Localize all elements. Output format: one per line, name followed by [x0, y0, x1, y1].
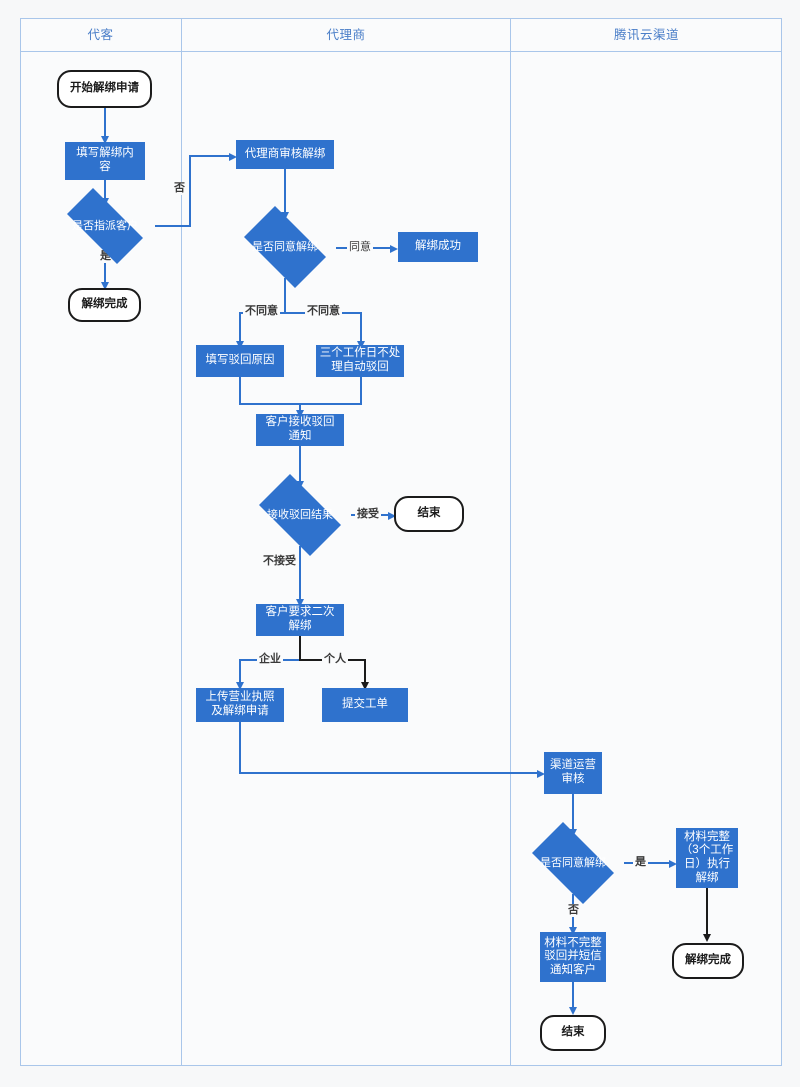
arrowhead-end-tencent [568, 1007, 577, 1015]
node-unbind-done-left-label: 解绑完成 [81, 298, 128, 311]
edge-label-enterprise: 企业 [257, 653, 283, 666]
node-upload-license[interactable]: 上传营业执照 及解绑申请 [196, 688, 284, 722]
edge-enterprise-v [239, 659, 241, 685]
arrowhead-upload-license [235, 682, 244, 690]
node-unbind-done-right[interactable]: 解绑完成 [672, 943, 744, 979]
node-second-request[interactable]: 客户要求二次 解绑 [256, 604, 344, 636]
lane-divider-1 [181, 18, 182, 1066]
node-start[interactable]: 开始解绑申请 [57, 70, 152, 108]
node-material-complete[interactable]: 材料完整 （3个工作 日）执行 解绑 [676, 828, 738, 888]
node-agent-review[interactable]: 代理商审核解绑 [236, 140, 334, 169]
edge-disagree-right-v [360, 312, 362, 344]
node-receive-result-label: 接收驳回结果 [267, 508, 333, 521]
arrowhead-submit-ticket [360, 682, 369, 690]
node-material-complete-label: 材料完整 （3个工作 日）执行 解绑 [680, 830, 734, 884]
edge-reject-left-down [239, 377, 241, 405]
edge-disagree-bus [239, 312, 362, 314]
edge-material-to-done [706, 888, 708, 938]
arrowhead-channel-review [537, 769, 545, 778]
arrowhead-fill-content [100, 136, 109, 144]
arrowhead-material-complete [669, 859, 677, 868]
edge-fill-to-assign [104, 180, 106, 202]
node-material-incomplete-label: 材料不完整 驳回并短信 通知客户 [544, 936, 602, 976]
edge-label-no-2: 否 [566, 904, 581, 917]
swimlane-container [20, 18, 782, 1066]
node-fill-content-label: 填写解绑内 容 [76, 147, 134, 173]
arrowhead-agent-review [229, 152, 237, 161]
edge-assign-no-h1 [155, 225, 191, 227]
edge-to-channel-h [239, 772, 539, 774]
node-channel-review[interactable]: 渠道运营 审核 [544, 752, 602, 794]
node-second-request-label: 客户要求二次 解绑 [265, 606, 335, 632]
edge-upload-down [239, 722, 241, 774]
node-upload-license-label: 上传营业执照 及解绑申请 [205, 691, 275, 717]
node-auto-reject[interactable]: 三个工作日不处 理自动驳回 [316, 345, 404, 377]
arrowhead-second-request [295, 599, 304, 607]
node-end-agent[interactable]: 结束 [394, 496, 464, 532]
node-auto-reject-label: 三个工作日不处 理自动驳回 [319, 347, 401, 373]
node-agree-unbind[interactable]: 是否同意解绑 [234, 206, 336, 288]
node-assign-customer[interactable]: 是否指派客户 [55, 188, 155, 264]
lane-title-customer: 代客 [87, 28, 114, 42]
node-receive-result[interactable]: 接收驳回结果 [249, 474, 351, 556]
edge-label-no-assign: 否 [172, 182, 187, 195]
node-fill-reject-reason[interactable]: 填写驳回原因 [196, 345, 284, 377]
node-customer-receive[interactable]: 客户接收驳回 通知 [256, 414, 344, 446]
edge-personal-v [364, 659, 366, 685]
edge-incomplete-to-end [572, 982, 574, 1010]
edge-disagree-left-v [239, 312, 241, 344]
edge-receive-to-result [299, 446, 301, 484]
edge-assign-yes-v [104, 252, 106, 284]
node-fill-reject-reason-label: 填写驳回原因 [205, 354, 275, 367]
edge-channel-to-decision [572, 794, 574, 832]
edge-label-disagree-1: 不同意 [243, 305, 280, 318]
edge-label-accept: 接受 [355, 508, 381, 521]
node-end-agent-label: 结束 [417, 507, 441, 520]
edge-assign-no-v [189, 155, 191, 227]
lane-title-agent: 代理商 [326, 28, 366, 42]
edge-fork-stem [299, 636, 301, 660]
node-unbind-success-label: 解绑成功 [415, 240, 461, 253]
arrowhead-unbind-done-right [702, 934, 711, 942]
lane-title-tencent: 腾讯云渠道 [613, 28, 679, 42]
node-submit-ticket-label: 提交工单 [342, 698, 388, 711]
swimlane-header-rule [20, 51, 782, 52]
node-agree-unbind-2[interactable]: 是否同意解绑 [522, 822, 624, 904]
node-agree-unbind-label: 是否同意解绑 [252, 240, 318, 253]
arrowhead-material-incomplete [568, 927, 577, 935]
node-assign-customer-label: 是否指派客户 [72, 219, 138, 232]
node-channel-review-label: 渠道运营 审核 [550, 759, 596, 785]
node-submit-ticket[interactable]: 提交工单 [322, 688, 408, 722]
edge-start-to-fill [104, 108, 106, 138]
node-agent-review-label: 代理商审核解绑 [244, 147, 326, 160]
edge-label-disagree-2: 不同意 [305, 305, 342, 318]
edge-assign-no-h2 [189, 155, 231, 157]
node-fill-content[interactable]: 填写解绑内 容 [65, 142, 145, 180]
arrowhead-unbind-success [390, 244, 398, 253]
edge-yes2-h [624, 862, 672, 864]
node-material-incomplete[interactable]: 材料不完整 驳回并短信 通知客户 [540, 932, 606, 982]
edge-label-not-accept: 不接受 [261, 555, 298, 568]
node-end-tencent[interactable]: 结束 [540, 1015, 606, 1051]
node-unbind-done-right-label: 解绑完成 [685, 954, 731, 967]
lane-divider-2 [510, 18, 511, 1066]
edge-disagree-stem [284, 278, 286, 314]
edge-label-yes-2: 是 [633, 856, 648, 869]
edge-reject-right-down [360, 377, 362, 405]
node-unbind-success[interactable]: 解绑成功 [398, 232, 478, 262]
node-unbind-done-left[interactable]: 解绑完成 [68, 288, 141, 322]
edge-label-agree: 同意 [347, 241, 373, 254]
edge-label-personal: 个人 [322, 653, 348, 666]
node-agree-unbind-2-label: 是否同意解绑 [540, 856, 606, 869]
node-end-tencent-label: 结束 [561, 1026, 585, 1039]
edge-reject-merge-stem [299, 403, 301, 412]
edge-review-to-agree [284, 169, 286, 215]
arrowhead-unbind-done-left [100, 282, 109, 290]
node-start-label: 开始解绑申请 [70, 82, 139, 95]
node-customer-receive-label: 客户接收驳回 通知 [265, 416, 335, 442]
arrowhead-end-agent [388, 511, 396, 520]
edge-not-accept-v [299, 546, 301, 602]
